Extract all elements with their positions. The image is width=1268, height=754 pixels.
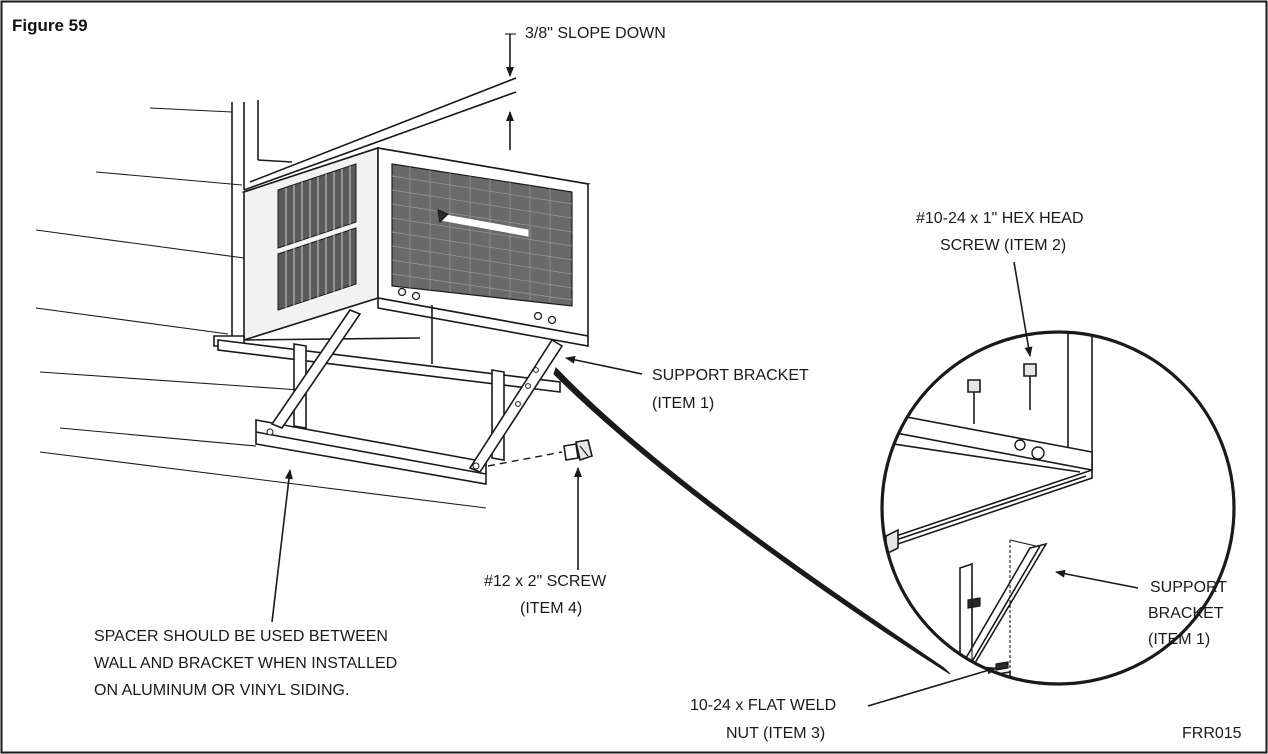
weld-nut-label-1: 10-24 x FLAT WELD: [690, 697, 836, 714]
screw-item-4: [487, 439, 593, 467]
bracket-top-rail: [217, 339, 561, 393]
window-frame: [231, 77, 517, 340]
support-bracket-main: [217, 309, 564, 485]
figure-code: FRR015: [1182, 725, 1242, 742]
hex-screw-label-1: #10-24 x 1" HEX HEAD: [916, 210, 1084, 227]
detail-bracket-vertical: [959, 562, 973, 682]
callout-support-bracket-main: SUPPORT BRACKET (ITEM 1): [565, 355, 809, 412]
detail-support-label-1: SUPPORT: [1150, 579, 1227, 596]
slope-label: 3/8" SLOPE DOWN: [525, 25, 666, 42]
detail-support-label-2: BRACKET: [1148, 605, 1224, 622]
support-bracket-label-1: SUPPORT BRACKET: [652, 367, 809, 384]
callout-spacer: SPACER SHOULD BE USED BETWEEN WALL AND B…: [94, 469, 397, 699]
ac-front-grille: [391, 163, 573, 307]
wall-siding: [35, 107, 487, 509]
ac-logo-mark: [437, 209, 450, 224]
detail-leader: [553, 367, 951, 675]
spacer-label-1: SPACER SHOULD BE USED BETWEEN: [94, 628, 388, 645]
ac-side-louvers: [277, 163, 357, 311]
screw12-label-1: #12 x 2" SCREW: [484, 573, 607, 590]
callout-screw-item-4: #12 x 2" SCREW (ITEM 4): [484, 467, 607, 617]
detail-support-label-3: (ITEM 1): [1148, 631, 1210, 648]
ac-front-holes: [397, 287, 557, 325]
spacer-label-3: ON ALUMINUM OR VINYL SIDING.: [94, 682, 349, 699]
figure-title: Figure 59: [12, 16, 88, 35]
weld-nut-label-2: NUT (ITEM 3): [726, 725, 825, 742]
ac-front-base-strip: [377, 297, 589, 347]
bracket-bottom-rail: [255, 419, 487, 485]
spacer-label-2: WALL AND BRACKET WHEN INSTALLED: [94, 655, 397, 672]
detail-hex-screws: [967, 363, 1037, 424]
callout-hex-screw: #10-24 x 1" HEX HEAD SCREW (ITEM 2): [916, 210, 1084, 357]
hex-screw-label-2: SCREW (ITEM 2): [940, 237, 1066, 254]
support-bracket-label-2: (ITEM 1): [652, 395, 714, 412]
ac-unit: [241, 146, 591, 364]
callout-support-bracket-detail: SUPPORT BRACKET (ITEM 1): [1055, 569, 1227, 648]
slope-dimension: 3/8" SLOPE DOWN: [505, 25, 666, 150]
screw12-label-2: (ITEM 4): [520, 600, 582, 617]
bracket-left-brace: [270, 309, 362, 429]
callout-weld-nut: 10-24 x FLAT WELD NUT (ITEM 3): [690, 666, 997, 742]
detail-circle-border: [880, 330, 1236, 686]
